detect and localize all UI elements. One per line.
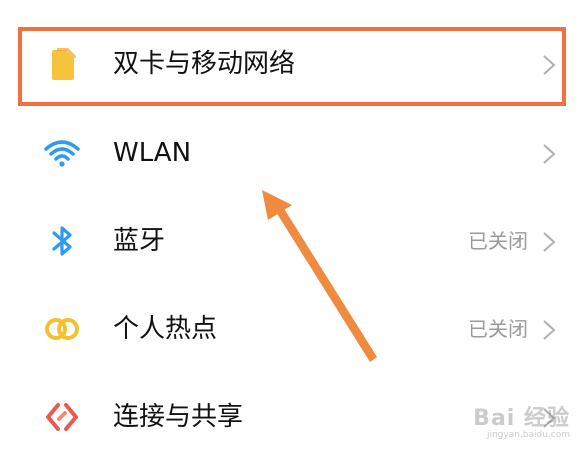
settings-item-label: 双卡与移动网络 (113, 49, 296, 79)
settings-item-label: WLAN (113, 138, 192, 168)
chevron-right-icon (542, 231, 556, 253)
settings-item-label: 连接与共享 (113, 402, 244, 432)
settings-item-label: 个人热点 (113, 314, 218, 344)
wifi-icon (42, 133, 82, 173)
settings-item-dual-sim[interactable]: 双卡与移动网络 (0, 20, 584, 108)
sim-card-icon (42, 44, 82, 84)
settings-item-connection-share[interactable]: 连接与共享 (0, 373, 584, 461)
settings-item-bluetooth[interactable]: 蓝牙 已关闭 (0, 197, 584, 285)
settings-item-hotspot[interactable]: 个人热点 已关闭 (0, 285, 584, 373)
chevron-right-icon (542, 143, 556, 165)
chevron-right-icon (542, 319, 556, 341)
connection-share-icon (42, 397, 82, 437)
annotation-arrow (262, 190, 377, 362)
bluetooth-icon (42, 221, 82, 261)
settings-item-wlan[interactable]: WLAN (0, 109, 584, 197)
status-text: 已关闭 (468, 317, 528, 341)
status-text: 已关闭 (468, 229, 528, 253)
watermark-sub: jingyan.baidu.com (486, 430, 570, 440)
settings-list: 双卡与移动网络 WLAN 蓝牙 已关闭 (0, 20, 584, 432)
watermark-main: Bai 经验 (473, 406, 570, 431)
chevron-right-icon (542, 407, 556, 429)
watermark: Bai 经验 jingyan.baidu.com (473, 400, 570, 440)
hotspot-icon (42, 309, 82, 349)
settings-item-label: 蓝牙 (113, 226, 166, 256)
highlight-box (18, 27, 566, 106)
chevron-right-icon (542, 54, 556, 76)
